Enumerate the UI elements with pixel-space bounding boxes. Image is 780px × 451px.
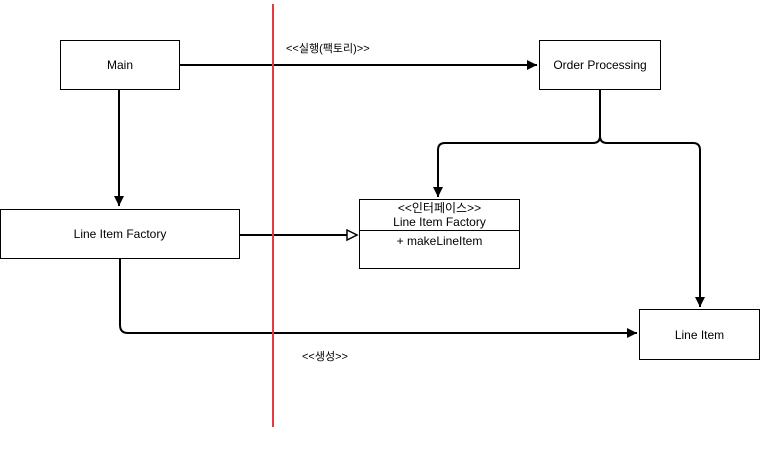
line-item-factory-box[interactable]: Line Item Factory [0, 209, 240, 259]
line-item-label: Line Item [674, 327, 725, 342]
main-box-label: Main [106, 58, 133, 72]
order-processing-label: Order Processing [553, 58, 647, 72]
interface-operation: + makeLineItem [396, 234, 483, 248]
edge-order-processing-to-line-item [599, 135, 705, 307]
interface-header: <<인터페이스>> Line Item Factory [360, 200, 519, 231]
order-processing-box[interactable]: Order Processing [539, 40, 661, 90]
main-box[interactable]: Main [60, 40, 180, 90]
line-item-factory-interface-box[interactable]: <<인터페이스>> Line Item Factory + makeLineIt… [359, 199, 520, 269]
create-label: <<생성>> [302, 351, 348, 363]
interface-name: Line Item Factory [393, 215, 486, 229]
interface-stereotype: <<인터페이스>> [397, 201, 482, 215]
line-item-factory-label: Line Item Factory [73, 227, 167, 241]
run-factory-label: <<실행(팩토리)>> [286, 43, 370, 55]
edge-factory-creates-line-item [119, 259, 637, 338]
edge-order-processing-to-interface [433, 90, 601, 197]
line-item-box[interactable]: Line Item [639, 309, 760, 360]
